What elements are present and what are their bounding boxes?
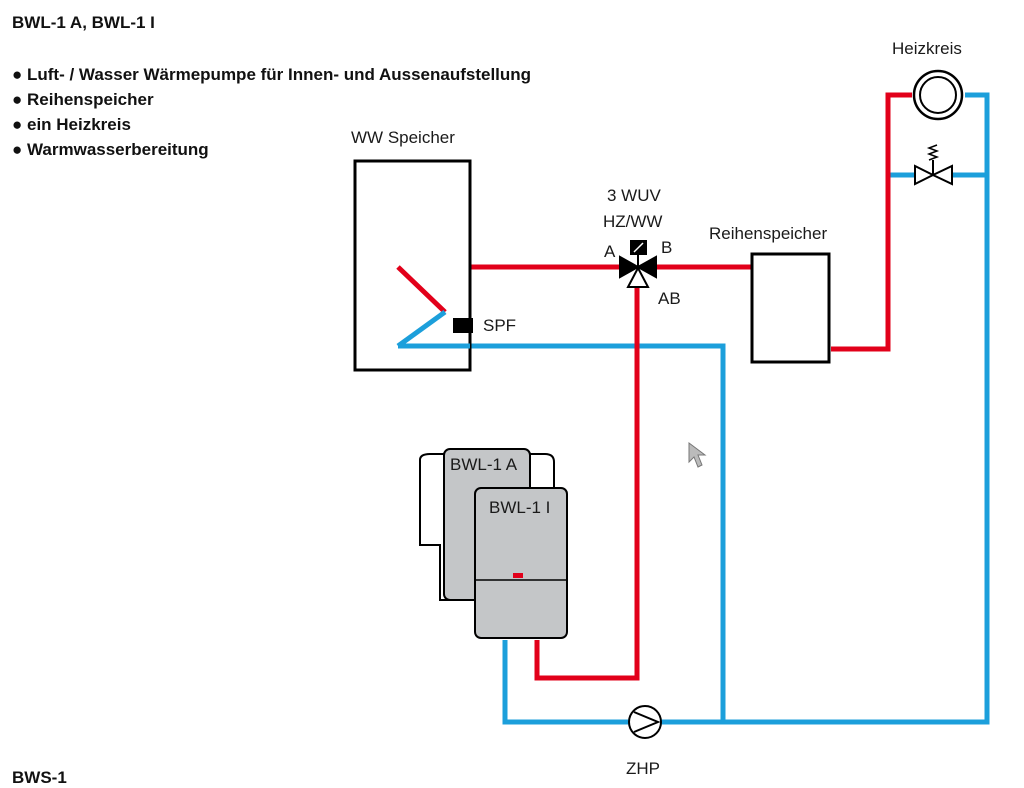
heat-pump-bwl1i-icon <box>474 487 568 639</box>
dhw-coil-return <box>396 309 447 349</box>
return-pipe-to-main <box>398 343 726 722</box>
feature-list: ● Luft- / Wasser Wärmepumpe für Innen- u… <box>12 62 531 162</box>
page-title: BWL-1 A, BWL-1 I <box>12 13 155 32</box>
return-pipe-main-loop <box>502 92 990 725</box>
valve-label-line1: 3 WUV <box>607 186 662 205</box>
bypass-valve-icon <box>914 144 953 186</box>
port-a-label: A <box>604 242 616 261</box>
three-way-valve-icon <box>619 240 657 288</box>
next-section-title: BWS-1 <box>12 768 67 787</box>
mouse-cursor-icon <box>688 442 707 468</box>
ww-speicher-tank <box>353 159 472 372</box>
supply-pipe-heizkreis <box>831 92 912 352</box>
reihenspeicher-tank <box>750 252 831 364</box>
heizkreis-label: Heizkreis <box>892 39 962 58</box>
feature-item: ● Reihenspeicher <box>12 90 154 109</box>
port-b-label: B <box>661 238 672 257</box>
zhp-pump-icon <box>628 705 662 739</box>
supply-pipe-heatpump <box>534 284 640 681</box>
spf-sensor-icon <box>453 318 473 333</box>
reihenspeicher-label: Reihenspeicher <box>709 224 827 243</box>
spf-label: SPF <box>483 316 516 335</box>
heizkreis-icon <box>912 69 964 121</box>
unit-a-label: BWL-1 A <box>450 455 518 474</box>
feature-item: ● ein Heizkreis <box>12 115 131 134</box>
ww-speicher-label: WW Speicher <box>351 128 455 147</box>
port-ab-label: AB <box>658 289 681 308</box>
zhp-label: ZHP <box>626 759 660 778</box>
unit-i-label: BWL-1 I <box>489 498 550 517</box>
valve-label-line2: HZ/WW <box>603 212 662 231</box>
dhw-coil-supply <box>396 265 447 314</box>
feature-item: ● Warmwasserbereitung <box>12 140 209 159</box>
feature-item: ● Luft- / Wasser Wärmepumpe für Innen- u… <box>12 65 532 84</box>
